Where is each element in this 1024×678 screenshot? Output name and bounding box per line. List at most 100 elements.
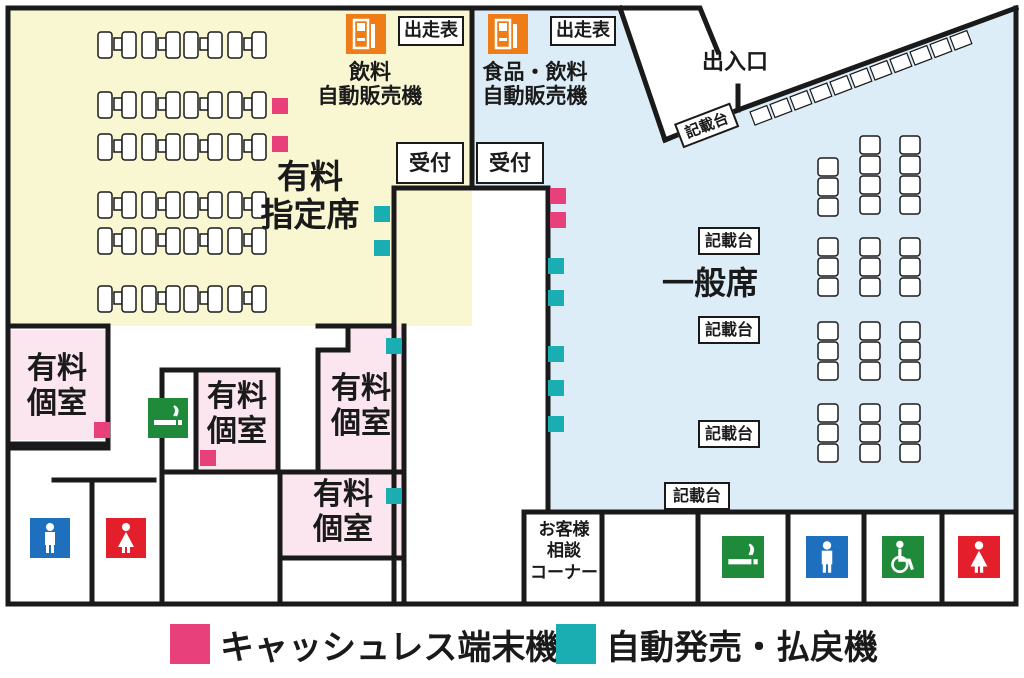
cashless-terminal <box>272 98 288 114</box>
general-chair <box>817 197 839 217</box>
general-chair <box>859 175 881 195</box>
private-room-3-label: 有料 個室 <box>331 371 391 441</box>
chair-pair <box>97 133 137 161</box>
general-chair <box>859 195 881 215</box>
general-seat-chairs <box>817 135 921 463</box>
entrance-label: 出入口 <box>701 50 768 75</box>
cashless-terminal <box>550 212 566 228</box>
smoking-area-icon <box>148 398 188 438</box>
general-chair <box>859 237 881 257</box>
chair-pair <box>97 91 137 119</box>
writing-desk-2: 記載台 <box>698 316 760 344</box>
general-chair <box>899 277 921 297</box>
general-chair <box>899 321 921 341</box>
schedule-board-left: 出走表 <box>398 16 464 46</box>
legend-vending-refund: 自動発売・払戻機 <box>556 622 878 668</box>
general-chair <box>899 257 921 277</box>
general-chair <box>817 257 839 277</box>
vending-drinks-label: 飲料 自動販売機 <box>317 60 423 109</box>
general-chair <box>859 257 881 277</box>
diagonal-seat-row <box>749 29 973 126</box>
chair-pair <box>141 133 181 161</box>
general-chair <box>899 237 921 257</box>
private-room-4-area <box>282 472 404 556</box>
general-chair <box>899 423 921 443</box>
general-chair <box>859 155 881 175</box>
vending-refund-machine <box>548 258 564 274</box>
paid-reserved-chairs <box>97 31 267 313</box>
cashless-terminal <box>272 136 288 152</box>
general-chair <box>899 195 921 215</box>
reception-right[interactable]: 受付 <box>476 142 544 184</box>
chair-pair <box>183 191 223 219</box>
cashless-terminal <box>94 422 110 438</box>
chair-pair <box>227 91 267 119</box>
chair-pair <box>97 31 137 59</box>
vending-refund-machine <box>548 346 564 362</box>
general-chair <box>859 135 881 155</box>
general-chair <box>859 321 881 341</box>
writing-desk-bottom: 記載台 <box>664 482 730 510</box>
diagonal-chair <box>849 67 873 89</box>
chair-pair <box>141 227 181 255</box>
vending-refund-machine <box>374 206 390 222</box>
diagonal-chair <box>749 104 773 126</box>
chair-pair <box>97 285 137 313</box>
chair-pair <box>227 227 267 255</box>
vending-food-drinks-label: 食品・飲料 自動販売機 <box>482 60 588 109</box>
vending-refund-machine <box>548 380 564 396</box>
general-chair <box>859 361 881 381</box>
general-chair <box>859 341 881 361</box>
general-chair <box>859 403 881 423</box>
legend-cashless: キャッシュレス端末機 <box>170 622 560 668</box>
womens-restroom-icon <box>106 518 146 558</box>
general-chair <box>817 321 839 341</box>
chair-pair <box>183 133 223 161</box>
vending-refund-machine <box>386 488 402 504</box>
general-chair <box>899 341 921 361</box>
general-chair <box>859 443 881 463</box>
cashless-terminal <box>550 188 566 204</box>
chair-pair <box>183 31 223 59</box>
legend-label-cashless: キャッシュレス端末機 <box>220 627 560 668</box>
schedule-board-right: 出走表 <box>550 16 616 46</box>
vending-refund-machines <box>374 206 564 504</box>
general-chair <box>899 155 921 175</box>
general-chair <box>899 403 921 423</box>
legend-swatch-vending-refund <box>556 624 596 664</box>
chair-pair <box>141 91 181 119</box>
general-chair <box>817 443 839 463</box>
chair-pair <box>141 31 181 59</box>
diagonal-chair <box>929 37 953 59</box>
vending-refund-machine <box>374 240 390 256</box>
general-chair <box>817 403 839 423</box>
general-chair <box>817 277 839 297</box>
cashless-terminal <box>200 450 216 466</box>
diagonal-chair <box>769 97 793 119</box>
general-seats-label: 一般席 <box>661 264 758 302</box>
general-chair <box>859 277 881 297</box>
general-chair <box>817 341 839 361</box>
writing-desk-1: 記載台 <box>698 227 760 255</box>
legend-label-vending-refund: 自動発売・払戻機 <box>606 627 878 668</box>
legend-swatch-cashless <box>170 624 210 664</box>
accessible-restroom-icon <box>882 536 924 578</box>
private-room-3-area <box>318 350 404 470</box>
chair-pair <box>141 285 181 313</box>
reception-left[interactable]: 受付 <box>396 142 464 184</box>
cashless-terminals <box>94 98 566 466</box>
private-room-1-area <box>10 330 106 440</box>
chair-pair <box>227 285 267 313</box>
smoking-area-icon <box>722 536 764 578</box>
chair-pair <box>141 191 181 219</box>
general-chair <box>899 361 921 381</box>
customer-service-label: お客様 相談 コーナー <box>530 520 598 583</box>
diagonal-chair <box>869 59 893 81</box>
vending-refund-machine <box>548 416 564 432</box>
diagonal-chair <box>909 44 933 66</box>
general-chair <box>899 135 921 155</box>
vending-machine-icon <box>488 14 528 54</box>
mens-restroom-icon <box>806 536 848 578</box>
general-chair <box>899 443 921 463</box>
mens-restroom-icon <box>30 518 70 558</box>
